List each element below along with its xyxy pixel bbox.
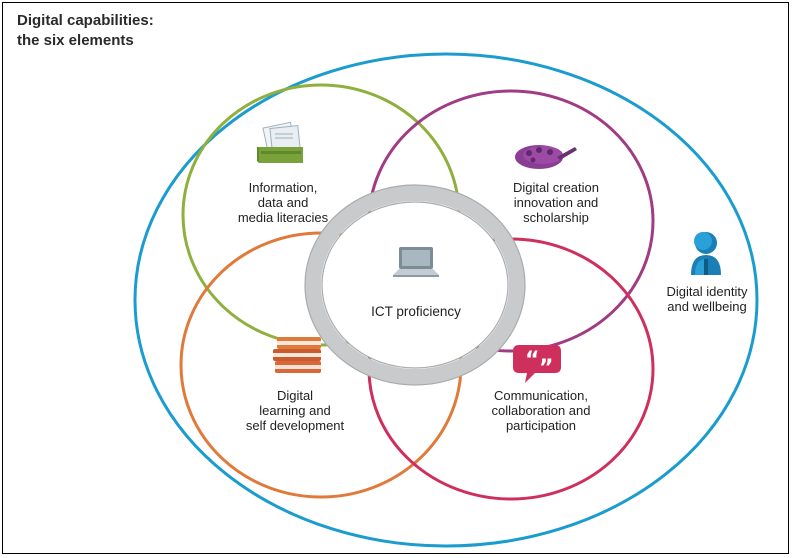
ict-label: ICT proficiency — [371, 304, 461, 319]
diagram-title: Digital capabilities: the six elements — [17, 11, 154, 51]
ict-ring-outer-edge — [304, 184, 526, 386]
svg-text:”: ” — [539, 356, 553, 381]
speech-bubble-icon: “ ” — [513, 345, 561, 383]
learning-label-line-2: learning and — [259, 403, 331, 418]
info-label: Information, data and media literacies — [238, 180, 328, 225]
ict-ring-inner-edge — [321, 201, 509, 369]
comm-label-line-3: participation — [505, 418, 577, 433]
ict-ring — [305, 185, 525, 385]
palette-icon — [515, 145, 577, 169]
creation-label-line-3: scholarship — [523, 210, 589, 225]
venn-diagram: “ ” — [133, 52, 759, 548]
identity-label: Digital identity and wellbeing — [667, 284, 748, 314]
laptop-icon — [393, 247, 439, 277]
learning-label-line-1: Digital — [276, 388, 314, 403]
person-icon — [691, 232, 721, 275]
identity-outer-ellipse — [133, 52, 759, 548]
info-label-line-2: data and — [257, 195, 309, 210]
identity-label-line-2: and wellbeing — [667, 299, 747, 314]
card-file-icon — [257, 121, 303, 163]
comm-label: Communication, collaboration and partici… — [491, 388, 590, 433]
creation-label-line-1: Digital creation — [513, 180, 599, 195]
title-line-1: Digital capabilities: — [17, 12, 154, 29]
info-label-line-1: Information, — [248, 180, 318, 195]
info-label-line-3: media literacies — [237, 210, 329, 225]
comm-label-line-1: Communication, — [494, 388, 588, 403]
identity-label-line-1: Digital identity — [666, 284, 748, 299]
creation-label: Digital creation innovation and scholars… — [513, 180, 599, 225]
learning-label: Digital learning and self development — [246, 388, 344, 433]
comm-label-line-2: collaboration and — [491, 403, 591, 418]
title-line-2: the six elements — [17, 32, 134, 49]
creation-label-line-2: innovation and — [513, 195, 599, 210]
svg-text:“: “ — [525, 348, 539, 373]
books-icon — [273, 337, 321, 373]
ict-label-line-1: ICT proficiency — [371, 304, 461, 319]
learning-label-line-3: self development — [245, 418, 345, 433]
